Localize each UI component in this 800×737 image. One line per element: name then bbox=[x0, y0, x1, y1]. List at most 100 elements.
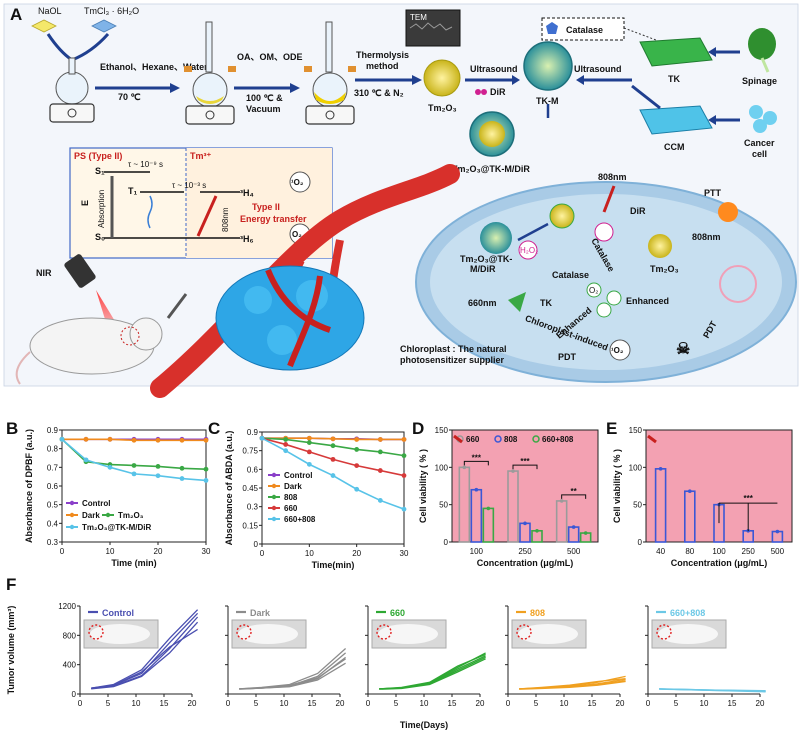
ultrasound-label-2: Ultrasound bbox=[574, 64, 622, 74]
data-point bbox=[83, 436, 89, 442]
panel-a: A NaOL TmCl₃ · 6H₂O Ethanol、Hexane、Water… bbox=[3, 3, 799, 398]
y-tick-label: 400 bbox=[63, 661, 77, 670]
spinage-icon bbox=[748, 28, 776, 60]
tumor-circle-icon bbox=[656, 624, 672, 640]
tem-label: TEM bbox=[410, 13, 427, 22]
tumor-lobe-icon bbox=[244, 286, 272, 314]
x-axis-title: Time(Days) bbox=[400, 720, 448, 730]
tk-label: TK bbox=[668, 74, 680, 84]
legend-marker bbox=[494, 435, 502, 443]
x-tick-label: 10 bbox=[420, 699, 429, 708]
tm2o3-nanoparticle-icon bbox=[423, 59, 461, 97]
legend-marker bbox=[271, 472, 277, 478]
significance-label: *** bbox=[520, 457, 530, 466]
data-point bbox=[59, 436, 65, 442]
tumor-circle-icon bbox=[88, 624, 104, 640]
panel-label-d: D bbox=[412, 419, 424, 438]
y-tick-label: 50 bbox=[633, 501, 642, 510]
spinach-arrowhead-icon bbox=[708, 47, 716, 57]
x-tick-label: 0 bbox=[78, 699, 83, 708]
x-tick-label: 20 bbox=[616, 699, 625, 708]
s1-label: S₁ bbox=[95, 166, 105, 176]
data-point bbox=[155, 473, 161, 479]
legend-label: Tm₂O₃@TK-M/DiR bbox=[82, 523, 151, 532]
data-point bbox=[377, 498, 383, 503]
catalase-box bbox=[541, 17, 625, 41]
cell-tk-label: TK bbox=[540, 298, 552, 308]
reagent-naol: NaOL bbox=[38, 6, 62, 16]
y-tick-label: 150 bbox=[435, 426, 449, 435]
data-point bbox=[377, 437, 383, 442]
data-point bbox=[377, 449, 383, 455]
bar-point bbox=[658, 467, 663, 471]
legend-label: 808 bbox=[284, 493, 298, 502]
legend-marker bbox=[271, 516, 277, 522]
jablonski-tm-label: Tm³⁺ bbox=[190, 151, 211, 161]
tumor-circle-icon bbox=[376, 624, 392, 640]
legend-label: Control bbox=[102, 608, 134, 618]
y-tick-label: 0.45 bbox=[242, 484, 258, 493]
x-tick-label: 15 bbox=[160, 699, 169, 708]
catalase-label: Catalase bbox=[566, 25, 603, 35]
x-tick-label: 20 bbox=[352, 549, 361, 558]
e-label: E bbox=[80, 200, 90, 206]
x-tick-label: 250 bbox=[742, 547, 756, 556]
step2-arrowhead-icon bbox=[290, 83, 300, 93]
data-point bbox=[155, 464, 161, 469]
step3-method-2: method bbox=[366, 61, 399, 71]
data-point bbox=[83, 457, 89, 463]
chloroplast-note-1: Chloroplast : The natural bbox=[400, 344, 507, 354]
y-tick-label: 0 bbox=[72, 690, 77, 699]
y-tick-label: 0 bbox=[444, 538, 449, 547]
growth-line-4 bbox=[659, 688, 766, 692]
data-point bbox=[131, 437, 137, 443]
x-tick-label: 0 bbox=[60, 547, 65, 556]
x-axis-title: Time(min) bbox=[312, 560, 355, 570]
data-point bbox=[330, 436, 336, 442]
final-nanoparticle-core-icon bbox=[479, 121, 505, 147]
y-tick-label: 100 bbox=[629, 463, 643, 472]
x-tick-label: 30 bbox=[400, 549, 409, 558]
bar-point bbox=[486, 506, 491, 511]
spinage-stem-icon bbox=[760, 57, 770, 73]
energy-transfer-label: Energy transfer bbox=[240, 214, 307, 224]
mouse-tail-icon bbox=[15, 351, 31, 385]
data-point bbox=[107, 436, 113, 442]
cell-1o2-label: ¹O₂ bbox=[611, 346, 624, 355]
cell-cipdt-2: PDT bbox=[558, 352, 577, 362]
data-point bbox=[354, 486, 360, 492]
significance-label: ** bbox=[571, 487, 578, 496]
panel-label-a: A bbox=[10, 5, 22, 24]
y-tick-label: 0.15 bbox=[242, 521, 258, 530]
growth-line-4 bbox=[91, 628, 198, 690]
data-point bbox=[401, 453, 407, 459]
data-point bbox=[107, 464, 113, 470]
x-tick-label: 100 bbox=[470, 547, 484, 556]
y-axis-title: Absorbance of DPBF (a.u.) bbox=[24, 429, 34, 543]
laser-icon bbox=[453, 434, 463, 444]
y-axis-title: Tumor volume (mm³) bbox=[6, 606, 16, 695]
x-tick-label: 5 bbox=[254, 699, 259, 708]
tumor-icon bbox=[215, 265, 365, 371]
x-tick-label: 20 bbox=[476, 699, 485, 708]
catalase-icon bbox=[546, 22, 558, 34]
step1-solvents: Ethanol、Hexane、Water bbox=[100, 62, 208, 72]
significance-label: *** bbox=[472, 453, 482, 462]
ultrasound-label-1: Ultrasound bbox=[470, 64, 518, 74]
panel-label-b: B bbox=[6, 419, 18, 438]
y-tick-label: 0 bbox=[254, 540, 259, 549]
tau2-label: τ ~ 10⁻³ s bbox=[172, 181, 206, 190]
spinage-label: Spinage bbox=[742, 76, 777, 86]
data-point bbox=[155, 437, 161, 443]
x-tick-label: 15 bbox=[448, 699, 457, 708]
cell-dir-label: DiR bbox=[630, 206, 646, 216]
cell-nanoparticle-icon bbox=[480, 222, 512, 254]
y-tick-label: 0.8 bbox=[47, 445, 59, 454]
y-tick-label: 0 bbox=[638, 538, 643, 547]
mouse-photo-body bbox=[90, 624, 150, 644]
nir-label: NIR bbox=[36, 268, 52, 278]
h6-label: ³H₆ bbox=[240, 234, 254, 244]
